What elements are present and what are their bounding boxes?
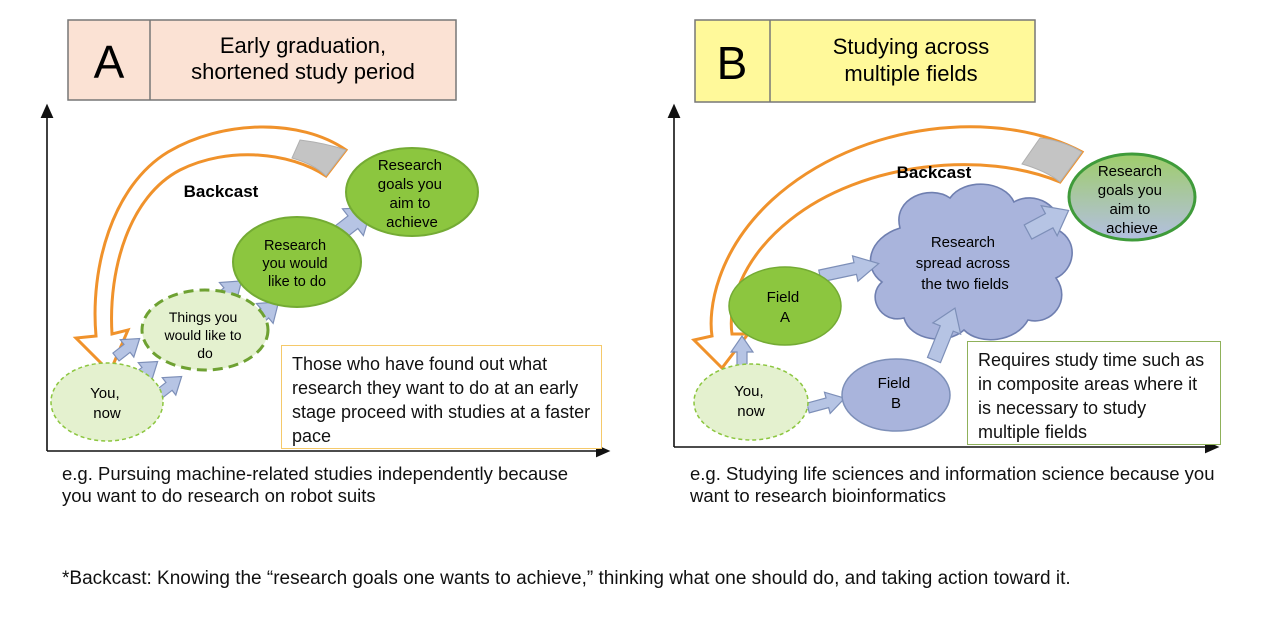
panel-b-field-b-node [841, 358, 951, 432]
panel-b-title-line1: Studying across [833, 34, 990, 59]
panel-a-you-now-line1: You, [90, 385, 119, 402]
panel-a-goals-line3: aim to [389, 195, 430, 212]
panel-b-goals-line3: aim to [1109, 201, 1150, 218]
panel-a-research-like-line2: you would [262, 256, 327, 272]
panel-a-backcast-arrow [72, 125, 349, 375]
panel-a-title-line2: shortened study period [191, 59, 415, 84]
panel-b-backcast-label: Backcast [897, 163, 972, 182]
panel-a-things-node [140, 288, 270, 372]
panel-a-goals-line4: achieve [386, 214, 438, 231]
backcast-footnote: *Backcast: Knowing the “research goals o… [62, 568, 1071, 589]
panel-b-cloud-line2: spread across [916, 255, 1010, 272]
panel-a-note: Those who have found out what research t… [281, 345, 602, 449]
panel-b-example: e.g. Studying life sciences and informat… [690, 463, 1215, 506]
panel-b-title-box [694, 19, 1036, 103]
panel-a-research-like-line1: Research [264, 238, 326, 254]
svg-text:You, now: You, now [734, 383, 768, 420]
svg-text:Research goals you: Research goals you aim to achieve [378, 157, 446, 231]
panel-b-cloud-line1: Research [931, 234, 995, 251]
panel-a-things-line3: do [197, 345, 213, 361]
panel-a-you-now-line2: now [93, 405, 121, 422]
svg-text:Research goals you: Research goals you aim to achieve [1098, 163, 1166, 237]
svg-text:Things you would like to: Things you would like to do [164, 309, 246, 361]
panel-a-you-now-node [50, 362, 164, 442]
panel-b-backcast-arrow [691, 125, 1085, 371]
panel-b-field-a-line2: A [780, 309, 790, 326]
panel-a-goals-line2: goals you [378, 176, 442, 193]
svg-text:Research you would: Research you would like to do [262, 238, 331, 290]
panel-a-title-box [67, 19, 457, 101]
panel-b-you-now-line1: You, [734, 383, 763, 400]
panel-a-letter: A [94, 36, 125, 88]
panel-b-field-a-node [728, 266, 842, 346]
panel-b: B Studying across multiple fields Backca… [667, 19, 1220, 454]
svg-text:You, now: You, now [90, 385, 124, 422]
svg-text:Research spread across: Research spread across the two fields [916, 234, 1014, 293]
svg-text:Field A: Field A [767, 289, 804, 326]
svg-text:Field B: Field B [878, 375, 915, 412]
panel-a-goals-line1: Research [378, 157, 442, 174]
panel-b-field-b-line1: Field [878, 375, 911, 392]
panel-b-goals-line2: goals you [1098, 182, 1162, 199]
panel-a-things-line2: would like to [164, 327, 242, 343]
panel-b-cloud-line3: the two fields [921, 276, 1009, 293]
panel-b-goals-line1: Research [1098, 163, 1162, 180]
panel-a-example: e.g. Pursuing machine-related studies in… [62, 463, 568, 506]
panel-a-goals-node [345, 147, 479, 237]
panel-a-research-like-line3: like to do [268, 274, 326, 290]
panel-b-field-b-line2: B [891, 395, 901, 412]
panel-b-you-now-node [693, 363, 809, 441]
panel-a-backcast-label: Backcast [184, 182, 259, 201]
panel-a-title-line1: Early graduation, [220, 33, 386, 58]
panel-b-letter: B [717, 37, 748, 89]
panel-a-research-like-node [232, 216, 362, 308]
panel-b-goals-node [1067, 152, 1197, 242]
panel-b-you-now-line2: now [737, 403, 765, 420]
panel-b-step-arrows [729, 204, 1070, 415]
panel-b-title-line2: multiple fields [844, 61, 977, 86]
panel-b-note: Requires study time such as in composite… [967, 341, 1221, 445]
panel-b-goals-line4: achieve [1106, 220, 1158, 237]
panel-a-things-line1: Things you [169, 309, 237, 325]
panel-a: A Early graduation, shortened study peri… [40, 19, 611, 458]
panel-b-field-a-line1: Field [767, 289, 800, 306]
panel-b-cloud-node [869, 183, 1073, 341]
